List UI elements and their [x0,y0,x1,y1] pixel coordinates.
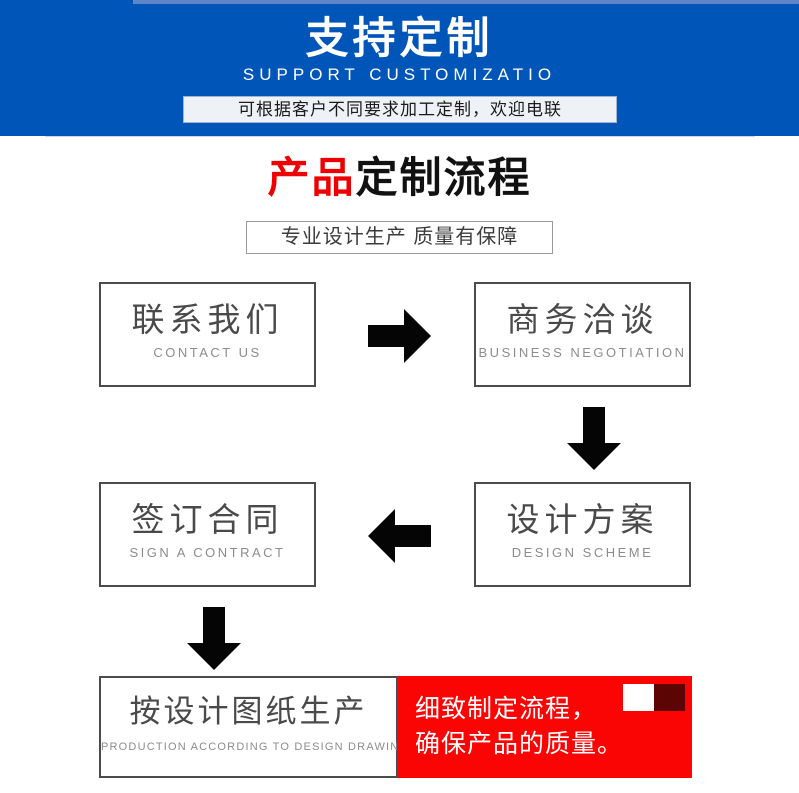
banner-top-strip [133,0,799,4]
flow-step-label-cn: 按设计图纸生产 [129,694,368,729]
promo-line-1: 细致制定流程， [415,695,598,723]
banner-subtitle: SUPPORT CUSTOMIZATIO [242,65,557,84]
flow-step-contact-us: 联系我们 CONTACT US [99,282,316,387]
banner-callout-pill: 可根据客户不同要求加工定制，欢迎电联 [183,96,617,123]
flow-step-design-scheme: 设计方案 DESIGN SCHEME [474,482,691,587]
flow-step-label-cn: 签订合同 [131,501,284,538]
arrow-down-icon [187,607,241,670]
flow-step-label-en: CONTACT US [153,345,262,360]
header-banner: 支持定制 SUPPORT CUSTOMIZATIO 可根据客户不同要求加工定制，… [0,0,799,136]
section-title-rest: 定制流程 [355,154,532,201]
flow-step-label-en: DESIGN SCHEME [511,545,654,560]
flow-step-sign-a-contract: 签订合同 SIGN A CONTRACT [99,482,316,587]
flow-step-label-cn: 设计方案 [506,501,659,538]
flow-step-production: 按设计图纸生产 PRODUCTION ACCORDING TO DESIGN D… [99,676,418,778]
flow-step-business-negotiation: 商务洽谈 BUSINESS NEGOTIATION [474,282,691,387]
banner-divider [45,136,755,137]
flow-step-label-cn: 商务洽谈 [506,301,659,338]
promo-line-2: 确保产品的质量。 [415,730,624,758]
flow-step-label-en: SIGN A CONTRACT [129,545,286,560]
promo-text: 细致制定流程， 确保产品的质量。 [415,692,623,762]
flow-step-label-en: PRODUCTION ACCORDING TO DESIGN DRAWINGS [101,741,418,753]
section-subtitle: 专业设计生产 质量有保障 [246,221,553,254]
section-title: 产品定制流程 [0,152,799,204]
arrow-left-icon [368,509,431,563]
flow-step-label-en: BUSINESS NEGOTIATION [478,345,687,360]
section-title-highlight: 产品 [267,154,356,201]
flow-step-label-cn: 联系我们 [131,301,284,338]
arrow-right-icon [368,309,431,363]
arrow-down-icon [567,407,621,470]
promo-banner: 细致制定流程， 确保产品的质量。 [397,676,692,778]
promo-square-dark [654,684,685,711]
banner-title: 支持定制 [305,15,494,63]
promo-square-light [623,684,654,711]
